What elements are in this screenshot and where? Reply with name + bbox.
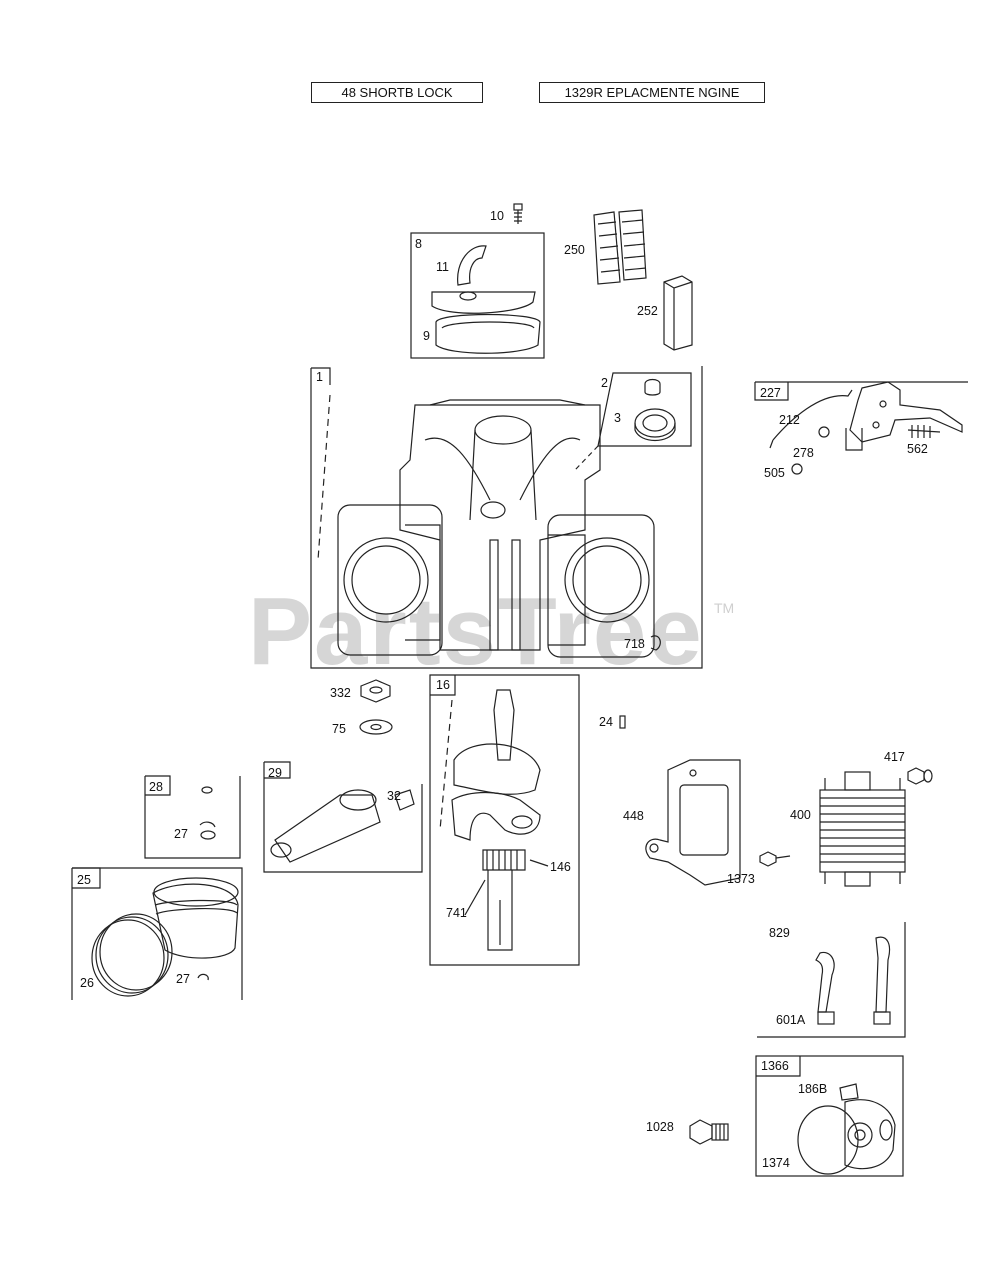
callout-252: 252 (637, 304, 658, 318)
replacement-engine-label: 1329R EPLACMENTE NGINE (539, 82, 765, 103)
callout-75: 75 (332, 722, 346, 736)
callout-146: 146 (550, 860, 571, 874)
callout-227: 227 (760, 386, 781, 400)
washer-75 (359, 719, 393, 735)
fitting-417 (907, 767, 933, 785)
callout-10: 10 (490, 209, 504, 223)
oil-cooler-400 (819, 771, 906, 887)
callout-400: 400 (790, 808, 811, 822)
pre-cleaner-252 (663, 275, 693, 351)
callout-8: 8 (415, 237, 422, 251)
callout-741: 741 (446, 906, 467, 920)
callout-1366: 1366 (761, 1059, 789, 1073)
callout-505: 505 (764, 466, 785, 480)
callout-2: 2 (601, 376, 608, 390)
box-29 (263, 761, 423, 873)
callout-32: 32 (387, 789, 401, 803)
callout-16: 16 (436, 678, 450, 692)
leader-lines (464, 859, 549, 916)
callout-9: 9 (423, 329, 430, 343)
callout-718: 718 (624, 637, 645, 651)
box-8 (410, 232, 545, 359)
callout-29: 29 (268, 766, 282, 780)
callout-26: 26 (80, 976, 94, 990)
box-1366 (755, 1055, 904, 1177)
callout-332: 332 (330, 686, 351, 700)
callout-27-lower: 27 (176, 972, 190, 986)
callout-448: 448 (623, 809, 644, 823)
callout-186B: 186B (798, 1082, 828, 1096)
air-filter-250 (593, 209, 647, 285)
box-16 (429, 674, 580, 966)
box-2 (597, 372, 692, 447)
gasket-448 (645, 759, 741, 886)
callout-829: 829 (769, 926, 790, 940)
box-1 (310, 366, 703, 669)
screw-10 (513, 203, 523, 224)
callout-1373: 1373 (727, 872, 755, 886)
callout-1: 1 (316, 370, 323, 384)
clip-718 (650, 635, 661, 651)
callout-3: 3 (614, 411, 621, 425)
box-25 (71, 867, 243, 1000)
callout-25: 25 (77, 873, 91, 887)
callout-1028: 1028 (646, 1120, 674, 1134)
callout-601A: 601A (776, 1013, 806, 1027)
callout-24: 24 (599, 715, 613, 729)
callout-562: 562 (907, 442, 928, 456)
box-829 (757, 922, 906, 1038)
callout-417: 417 (884, 750, 905, 764)
box-28 (144, 775, 241, 859)
callout-278: 278 (793, 446, 814, 460)
callout-250: 250 (564, 243, 585, 257)
short-block-label: 48 SHORTB LOCK (311, 82, 483, 103)
callout-28: 28 (149, 780, 163, 794)
callout-11: 11 (436, 260, 449, 274)
box-227 (754, 381, 968, 475)
callout-1374: 1374 (762, 1156, 790, 1170)
bolt-1373 (759, 851, 791, 867)
callout-27-upper: 27 (174, 827, 188, 841)
nut-332 (360, 679, 391, 703)
callout-212: 212 (779, 413, 800, 427)
partstree-watermark: PartsTree (248, 578, 704, 685)
pin-24 (619, 715, 626, 729)
trademark-mark: TM (714, 600, 735, 616)
fitting-1028 (689, 1119, 729, 1145)
